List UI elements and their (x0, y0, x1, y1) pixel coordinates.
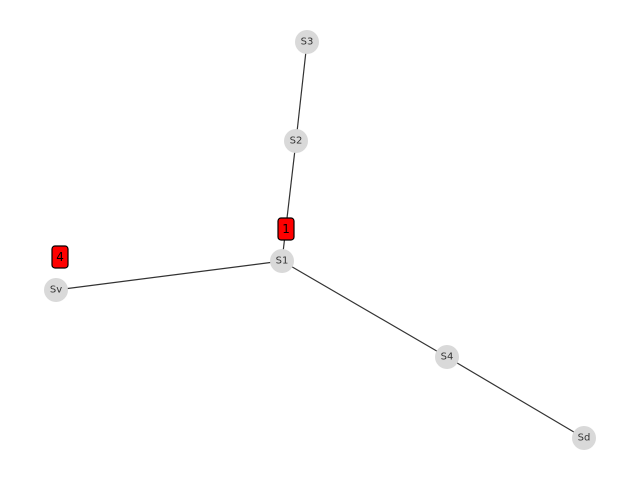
node-label: S3 (301, 37, 314, 48)
node-s4[interactable]: S4 (435, 345, 459, 369)
node-s1[interactable]: S1 (270, 249, 294, 273)
node-sd[interactable]: Sd (572, 426, 596, 450)
node-sv[interactable]: Sv (44, 278, 68, 302)
node-label: Sd (578, 433, 591, 444)
node-label: S2 (290, 136, 303, 147)
node-s3[interactable]: S3 (295, 30, 319, 54)
node-label: Sv (50, 285, 62, 296)
node-s2[interactable]: S2 (284, 129, 308, 153)
marker-label: 4 (56, 250, 64, 264)
nodes-layer: S3 S2 S1 Sv S4 Sd (44, 30, 596, 450)
node-label: S1 (276, 256, 289, 267)
markers-layer: 1 4 (51, 217, 295, 269)
edge-s4-sd (446, 356, 585, 439)
edge-s2-s1 (281, 140, 297, 262)
edge-s1-s4 (281, 260, 448, 358)
marker-badge-1[interactable]: 1 (277, 217, 295, 241)
edge-s1-sv (55, 260, 283, 291)
node-label: S4 (441, 352, 454, 363)
edge-s3-s2 (295, 41, 308, 142)
marker-badge-4[interactable]: 4 (51, 245, 69, 269)
edges-layer (55, 41, 585, 439)
marker-label: 1 (282, 222, 290, 236)
